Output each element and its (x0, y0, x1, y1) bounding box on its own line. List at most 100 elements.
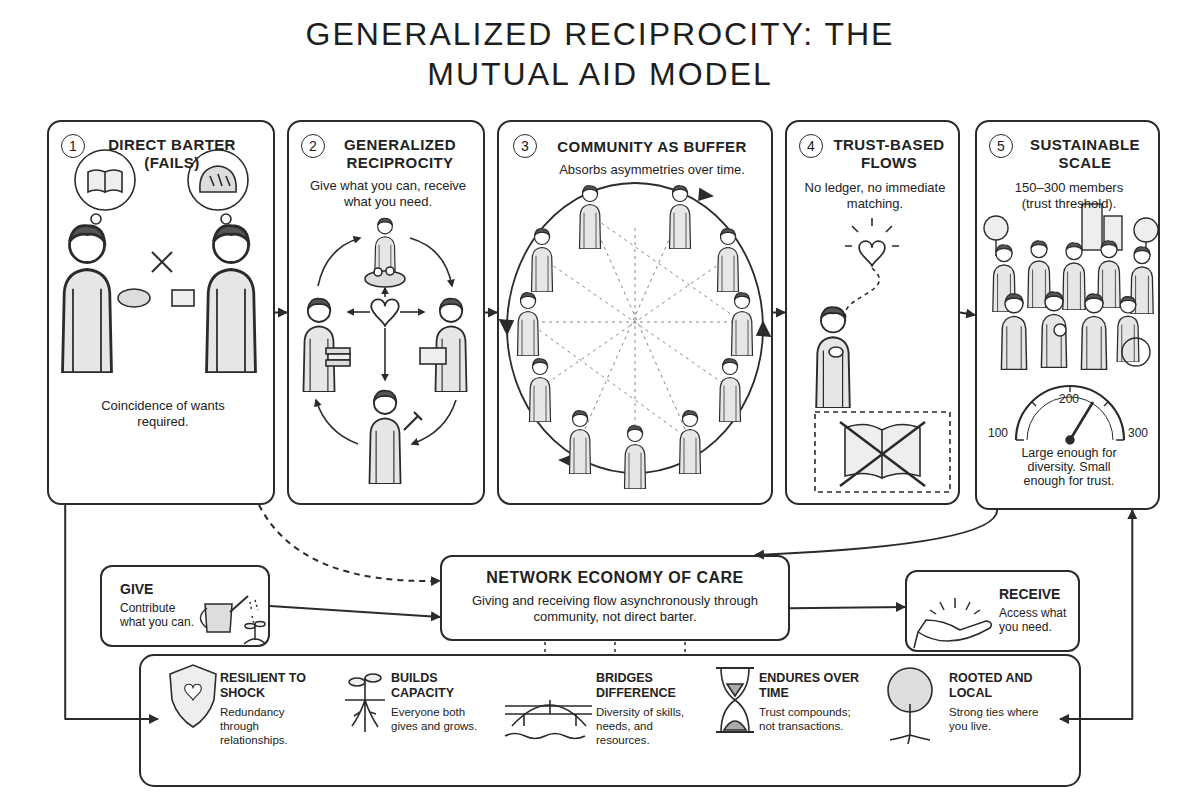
box-body: Trust compounds; not transactions. (759, 705, 866, 733)
reciprocity-illustration-part-part (384, 328, 386, 380)
scale-illustration-part (1063, 243, 1085, 310)
community-illustration-part (720, 359, 741, 422)
barter-illustration-part (118, 289, 150, 307)
scale-illustration-part (1117, 297, 1139, 362)
panel-body: 150–300 members (trust threshold). (1001, 180, 1137, 212)
sprout-icon (345, 674, 385, 732)
community-illustration-part (625, 426, 646, 489)
hourglass-icon-part (724, 684, 746, 730)
reciprocity-illustration-part (435, 299, 466, 392)
bridge-icon-part (512, 705, 586, 726)
barter-illustration-part (152, 252, 172, 272)
trust-illustration-part (859, 241, 885, 266)
community-illustration-part (532, 229, 553, 292)
barter-illustration-part (210, 174, 230, 186)
box-heading: BRIDGES DIFFERENCE (596, 671, 698, 701)
benefit-item: RESILIENT TO SHOCKRedundancy through rel… (158, 663, 330, 775)
panel-heading: DIRECT BARTER (FAILS) (87, 136, 257, 172)
reciprocity-illustration-part (326, 348, 350, 354)
flow-arrow (773, 312, 785, 314)
step-panel: 3COMMUNITY AS BUFFER Absorbs asymmetries … (497, 120, 773, 505)
box-body: Giving and receiving flow asynchronously… (470, 593, 760, 625)
barter-illustration-part (207, 226, 256, 373)
reciprocity-illustration-part (369, 391, 400, 484)
panel-heading: SUSTAINABLE SCALE (1017, 136, 1153, 172)
box-body: Access what you need. (999, 606, 1072, 634)
gauge-label: 200 (1059, 392, 1079, 406)
scale-illustration-part (1134, 218, 1158, 242)
panel-heading: TRUST-BASED FLOWS (825, 136, 953, 172)
sprout-icon-part (365, 674, 381, 682)
panel-body: Give what you can, receive what you need… (308, 178, 468, 210)
trust-illustration-part (845, 424, 920, 478)
sprout-icon-part (349, 678, 365, 686)
step-panel: 1DIRECT BARTER (FAILS)Coincidence of wan… (47, 120, 275, 505)
reciprocity-illustration-part-part (316, 400, 358, 444)
benefit-item: ROOTED AND LOCALStrong ties where you li… (875, 663, 1060, 775)
community-illustration-part (670, 186, 691, 249)
trust-illustration-part (845, 268, 879, 318)
benefit-band (140, 655, 1080, 786)
flow-arrow (259, 505, 440, 581)
benefit-item: BUILDS CAPACITYEveryone both gives and g… (335, 663, 495, 775)
dotted-ties-part (614, 642, 616, 655)
panel-heading: GENERALIZED RECIPROCITY (325, 136, 475, 172)
hourglass-icon-part (716, 668, 754, 732)
box-body: Everyone both gives and grows. (391, 705, 491, 733)
watering-can-icon-part (230, 596, 248, 612)
community-illustration-part (518, 293, 539, 356)
flow-arrow (790, 607, 905, 608)
trust-illustration-part (829, 347, 843, 357)
scale-illustration-part (1054, 324, 1066, 336)
reciprocity-illustration-part-part (410, 238, 452, 286)
step-panel: 4TRUST-BASED FLOWS No ledger, no immediat… (785, 120, 960, 505)
reciprocity-illustration-part (404, 412, 422, 430)
trust-illustration (815, 218, 950, 492)
benefit-item: BRIDGES DIFFERENCE Diversity of skills, n… (500, 663, 700, 775)
open-hand-icon-part (930, 598, 980, 614)
barter-illustration-part (63, 226, 112, 373)
shield-icon-part (185, 684, 202, 700)
receive-box: RECEIVEAccess what you need. (905, 570, 1080, 652)
open-hand-icon (914, 598, 991, 648)
barter-illustration-part (75, 150, 135, 210)
callout-number: 3 (513, 134, 537, 158)
reciprocity-illustration-part (386, 267, 394, 275)
reciprocity-illustration-part (371, 299, 399, 325)
reciprocity-illustration-part (316, 238, 456, 444)
community-illustration-part (570, 411, 591, 474)
flow-arrow (755, 510, 997, 555)
shield-icon (170, 665, 216, 727)
box-heading: NETWORK ECONOMY OF CARE (470, 568, 760, 588)
bridge-icon-part (505, 734, 585, 739)
community-illustration-part (580, 186, 601, 249)
trust-illustration-part (815, 412, 950, 492)
box-body: Redundancy through relationships. (220, 705, 326, 747)
callout-number: 4 (799, 134, 823, 158)
shield-icon-part (170, 665, 216, 727)
barter-illustration-part (221, 214, 231, 224)
callout-number: 2 (301, 134, 325, 158)
step-panel: 5SUSTAINABLE SCALE 150–300 members (trust… (975, 120, 1160, 510)
scale-illustration-part (1066, 436, 1074, 444)
callout-number: 5 (989, 134, 1013, 158)
flow-arrow (960, 313, 975, 316)
barter-illustration-part (91, 214, 101, 224)
bridge-icon (505, 700, 592, 739)
community-illustration-part (530, 359, 551, 422)
tree-icon (888, 668, 932, 744)
panel-body: No ledger, no immediate matching. (801, 180, 949, 212)
watering-can-icon-part (245, 624, 255, 629)
scale-illustration-part (1016, 386, 1124, 440)
diagram-title: GENERALIZED RECIPROCITY: THE MUTUAL AID … (290, 14, 910, 94)
watering-can-icon-part (201, 608, 208, 628)
panel-heading: COMMUNITY AS BUFFER (541, 138, 763, 156)
barter-illustration (63, 150, 256, 373)
gauge-label: 300 (1128, 426, 1148, 440)
gauge-label: 100 (988, 426, 1008, 440)
community-illustration-part (528, 215, 742, 455)
panel-body: Absorbs asymmetries over time. (541, 162, 763, 178)
flow-arrow (1060, 510, 1132, 719)
box-body: Diversity of skills, needs, and resource… (596, 705, 698, 747)
